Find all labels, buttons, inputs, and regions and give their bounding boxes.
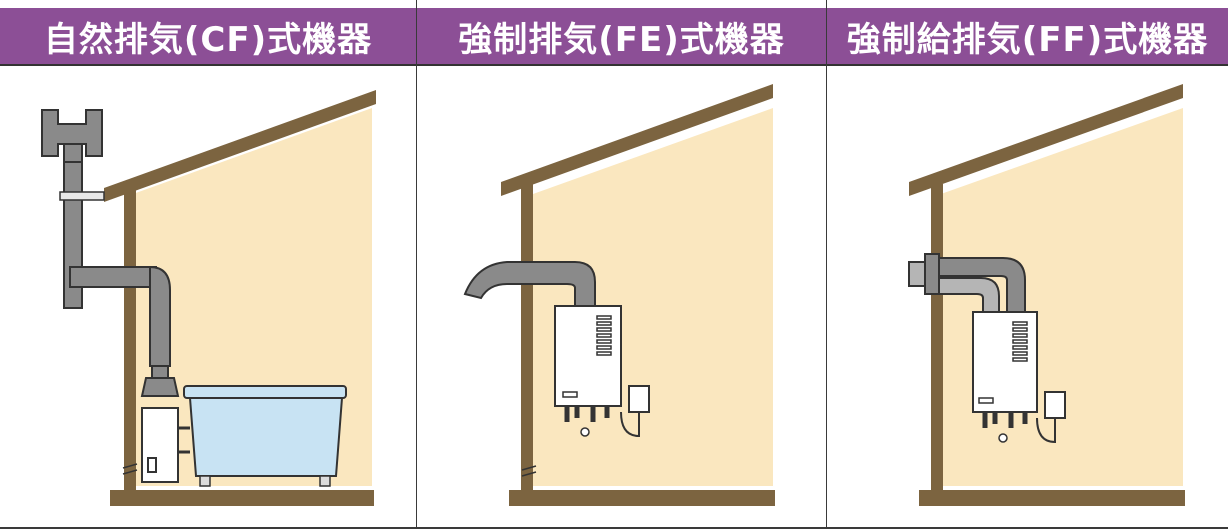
fe-illustration	[463, 84, 775, 506]
cf-post	[124, 188, 136, 496]
ff-power-outlet	[1044, 391, 1066, 419]
cf-chimney-cap	[41, 109, 103, 163]
ff-roof	[909, 84, 1183, 196]
panel-cf: 自然排気(CF)式機器	[0, 0, 416, 529]
cf-draft-hood	[140, 377, 180, 397]
panel-title-cf: 自然排気(CF)式機器	[0, 8, 416, 66]
cf-roof	[104, 90, 376, 202]
fe-post	[521, 184, 533, 496]
cf-illustration	[41, 90, 376, 506]
fe-heater	[554, 305, 622, 407]
cf-flue-horizontal	[69, 266, 157, 288]
panel-title-ff: 強制給排気(FF)式機器	[827, 8, 1228, 66]
cf-flue-elbow	[149, 265, 171, 367]
ff-floor	[919, 490, 1185, 506]
ff-vent-slots	[1012, 321, 1028, 362]
fe-floor	[509, 490, 775, 506]
fe-vent-slots	[596, 315, 612, 356]
panel-ff: 強制給排気(FF)式機器	[826, 0, 1228, 529]
fe-power-outlet	[628, 385, 650, 413]
bottom-border	[0, 527, 1228, 529]
ff-illustration	[908, 84, 1185, 506]
cf-floor	[110, 490, 374, 506]
cf-flue-bracket	[59, 191, 105, 201]
ff-heater	[972, 311, 1038, 413]
cf-bathtub	[188, 397, 344, 477]
panel-title-fe: 強制排気(FE)式機器	[417, 8, 826, 66]
fe-roof	[501, 84, 773, 196]
ff-wall-terminal	[908, 261, 926, 287]
panel-fe: 強制排気(FE)式機器	[416, 0, 826, 529]
ff-post	[931, 184, 943, 496]
cf-bathtub-rim	[183, 385, 347, 399]
